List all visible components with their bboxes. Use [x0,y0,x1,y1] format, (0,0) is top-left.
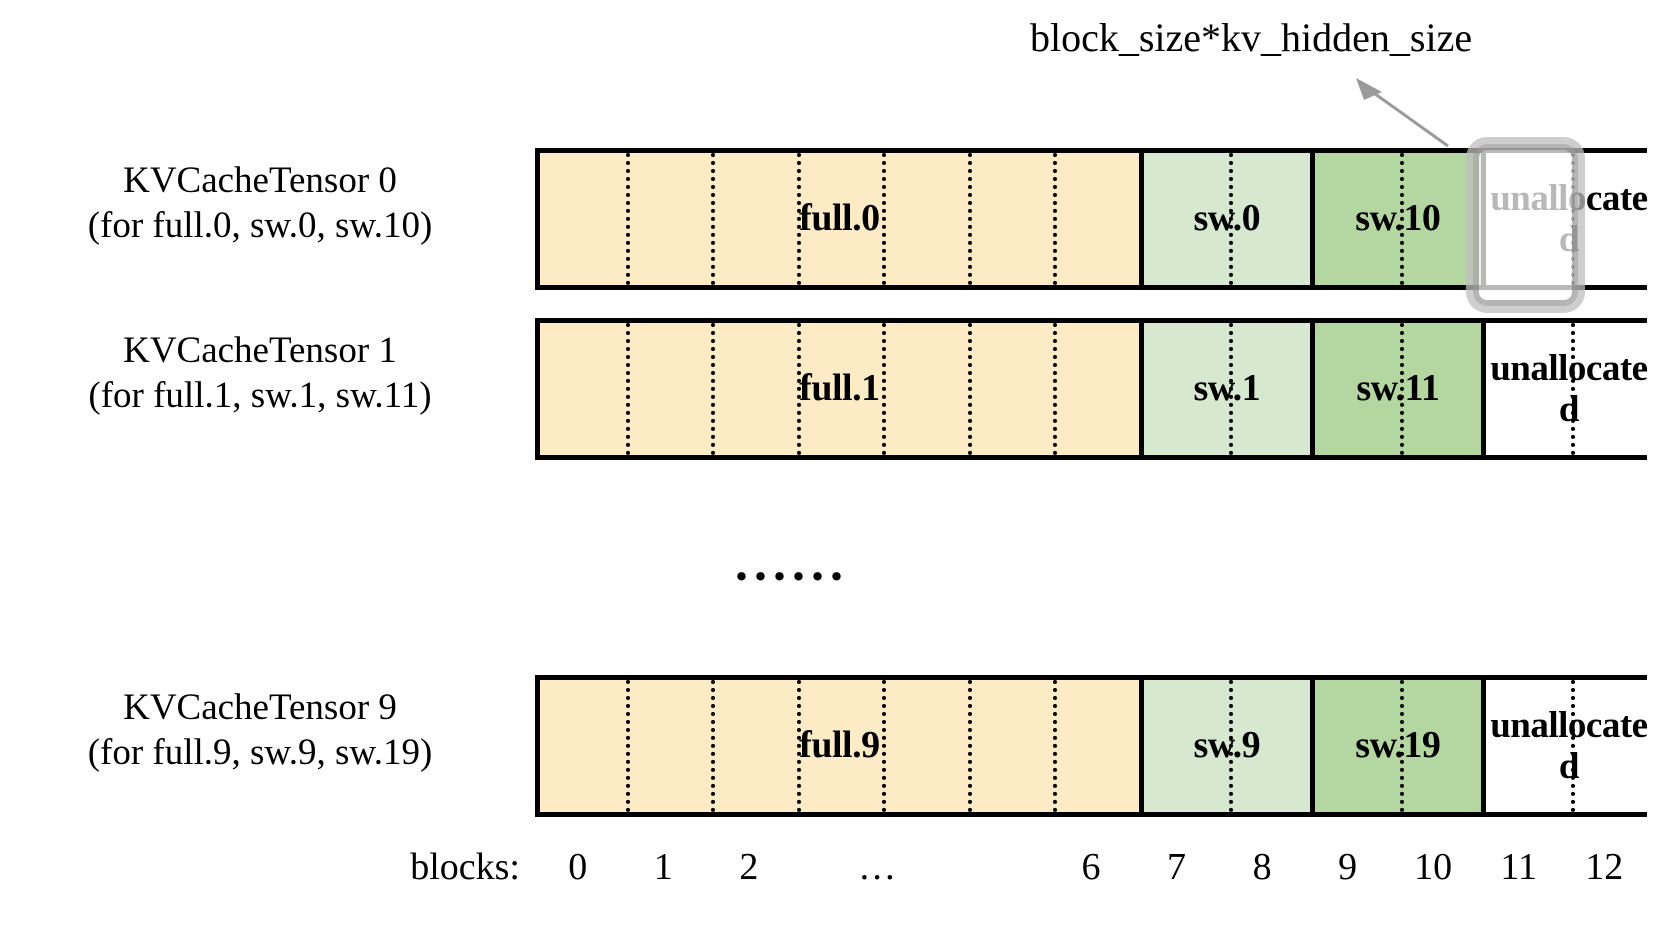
block-divider-dotted [711,153,716,285]
tensor-segment-label: sw.19 [1355,724,1441,767]
axis-tick-8: 8 [1252,846,1272,888]
tensor-segment-unalloc[interactable]: unallocated [1480,680,1652,812]
block-divider-dotted [1571,680,1576,812]
tensor-segment-unalloc[interactable]: unallocated [1480,153,1652,285]
tensor-row-label-subtitle: (for full.1, sw.1, sw.11) [88,375,432,417]
tensor-segment-unalloc[interactable]: unallocated [1480,323,1652,455]
axis-title-blocks: blocks: [410,846,520,888]
block-divider-dotted [796,680,801,812]
tensor-segment-sw[interactable]: sw.1 [1138,323,1310,455]
tensor-segment-label: sw.0 [1193,197,1261,240]
block-divider-dotted [796,153,801,285]
tensor-segment-label: full.9 [799,724,880,767]
tensor-segment-label: unallocated [1490,347,1648,430]
tensor-row-label: KVCacheTensor 0(for full.0, sw.0, sw.10) [10,158,510,248]
block-divider-dotted [967,153,972,285]
tensor-segment-label: full.0 [799,197,880,240]
block-divider-dotted [1229,680,1234,812]
axis-tick-9: 9 [1338,846,1358,888]
tensor-segment-sw2[interactable]: sw.10 [1309,153,1481,285]
tensor-row-label-subtitle: (for full.0, sw.0, sw.10) [87,205,433,247]
axis-tick-11: 11 [1500,846,1537,888]
kv-cache-tensor-bar[interactable]: full.1 sw.1 sw.11 unallocated [535,318,1652,460]
block-divider-dotted [1400,153,1405,285]
block-divider-dotted [882,323,887,455]
tensor-segment-sw[interactable]: sw.9 [1138,680,1310,812]
block-divider-dotted [882,680,887,812]
axis-tick-1: 1 [653,846,673,888]
annotation-label-block-size: block_size*kv_hidden_size [1030,15,1473,60]
axis-tick-7: 7 [1167,846,1187,888]
block-divider-dotted [711,323,716,455]
block-divider-dotted [1400,680,1405,812]
axis-tick-…: … [858,846,897,888]
tensor-segment-label: sw.9 [1193,724,1261,767]
block-divider-dotted [1571,323,1576,455]
annotation-arrow-icon [1356,78,1449,148]
block-divider-dotted [625,680,630,812]
tensor-segment-full[interactable]: full.9 [540,680,1139,812]
tensor-segment-full[interactable]: full.0 [540,153,1139,285]
tensor-segment-label: full.1 [799,367,880,410]
vertical-ellipsis: ...... [735,535,849,592]
kv-cache-tensor-bar[interactable]: full.9 sw.9 sw.19 unallocated [535,675,1652,817]
axis-tick-6: 6 [1081,846,1101,888]
block-divider-dotted [796,323,801,455]
tensor-row-label: KVCacheTensor 1(for full.1, sw.1, sw.11) [10,328,510,418]
block-divider-dotted [1053,153,1058,285]
block-divider-dotted [1400,323,1405,455]
tensor-segment-sw[interactable]: sw.0 [1138,153,1310,285]
block-divider-dotted [1053,323,1058,455]
tensor-segment-full[interactable]: full.1 [540,323,1139,455]
axis-tick-12: 12 [1585,846,1624,888]
tensor-row-label-title: KVCacheTensor 9 [123,687,397,728]
tensor-segment-label: sw.10 [1355,197,1441,240]
tensor-row-label-subtitle: (for full.9, sw.9, sw.19) [87,732,433,774]
tensor-segment-label: unallocated [1490,177,1648,260]
axis-tick-0: 0 [568,846,588,888]
block-divider-dotted [625,323,630,455]
tensor-segment-label: sw.11 [1356,367,1440,410]
tensor-segment-label: sw.1 [1193,367,1261,410]
block-divider-dotted [1229,153,1234,285]
block-divider-dotted [882,153,887,285]
block-divider-dotted [625,153,630,285]
tensor-segment-sw2[interactable]: sw.19 [1309,680,1481,812]
axis-tick-10: 10 [1414,846,1453,888]
block-divider-dotted [1053,680,1058,812]
block-divider-dotted [967,323,972,455]
block-divider-dotted [711,680,716,812]
tensor-row-label-title: KVCacheTensor 1 [123,330,397,371]
tensor-segment-label: unallocated [1490,704,1648,787]
tensor-row-label-title: KVCacheTensor 0 [123,160,397,201]
block-divider-dotted [967,680,972,812]
axis-tick-2: 2 [739,846,759,888]
block-divider-dotted [1229,323,1234,455]
kv-cache-tensor-bar[interactable]: full.0 sw.0 sw.10 unallocated [535,148,1652,290]
tensor-segment-sw2[interactable]: sw.11 [1309,323,1481,455]
tensor-row-label: KVCacheTensor 9(for full.9, sw.9, sw.19) [10,685,510,775]
